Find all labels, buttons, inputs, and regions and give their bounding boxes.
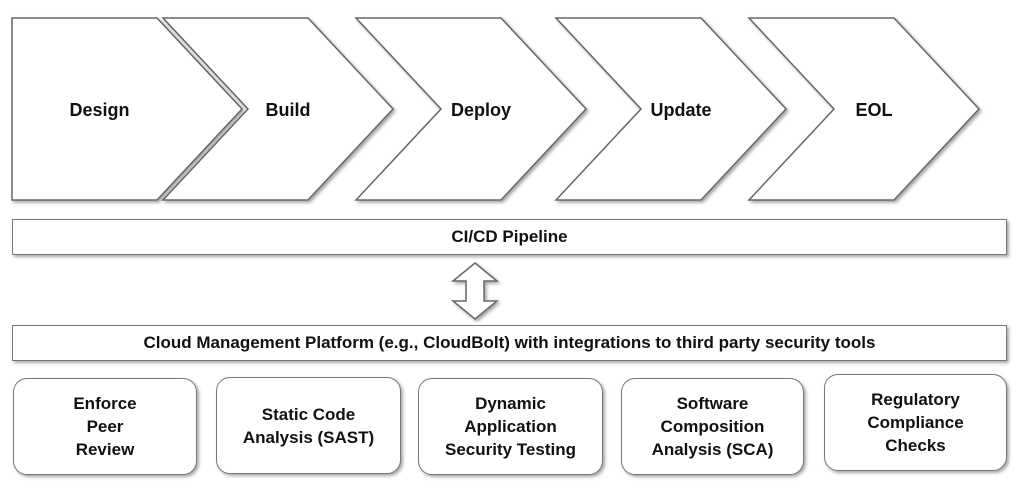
tool-label-line: Dynamic xyxy=(475,394,546,413)
stage-deploy: Deploy xyxy=(354,17,588,201)
lifecycle-stages: Design Build Deploy Update EOL xyxy=(11,17,981,201)
tool-label-line: Regulatory xyxy=(871,390,960,409)
stage-label: Update xyxy=(650,100,711,120)
tool-label-line: Compliance xyxy=(867,413,964,432)
tool-label-line: Analysis (SAST) xyxy=(242,427,375,447)
tool-label-line: Review xyxy=(75,440,135,459)
stage-build: Build xyxy=(161,17,395,201)
stage-label: Design xyxy=(69,100,129,120)
stage-design: Design xyxy=(11,17,244,201)
tool-label-line: Peer xyxy=(86,417,124,436)
tool-label-line: Application xyxy=(464,417,557,436)
stage-chevron xyxy=(161,17,395,201)
stage-label: Deploy xyxy=(451,100,511,120)
stage-chevron xyxy=(354,17,588,201)
stage-update: Update xyxy=(554,17,788,201)
double-arrow-vertical-icon xyxy=(450,262,500,320)
stage-chevron xyxy=(747,17,981,201)
stage-eol: EOL xyxy=(747,17,981,201)
cloud-management-platform-label: Cloud Management Platform (e.g., CloudBo… xyxy=(143,333,876,352)
tool-label-line: Enforce xyxy=(73,394,137,413)
tool-label-line: Analysis (SCA) xyxy=(651,440,774,459)
ci-cd-pipeline-label: CI/CD Pipeline xyxy=(451,227,568,246)
tool-label-line: Checks xyxy=(885,436,946,455)
tool-label-line: Security Testing xyxy=(445,440,576,459)
cloud-management-platform-bar: Cloud Management Platform (e.g., CloudBo… xyxy=(12,325,1007,361)
ci-cd-pipeline-bar: CI/CD Pipeline xyxy=(12,219,1007,255)
stage-label: Build xyxy=(266,100,311,120)
stage-label: EOL xyxy=(855,100,892,120)
stage-chevron xyxy=(11,17,244,201)
tool-label-line: Software xyxy=(676,394,749,413)
tool-label-line: Composition xyxy=(660,417,765,436)
tool-label-line: Static Code xyxy=(261,404,356,424)
stage-chevron xyxy=(554,17,788,201)
